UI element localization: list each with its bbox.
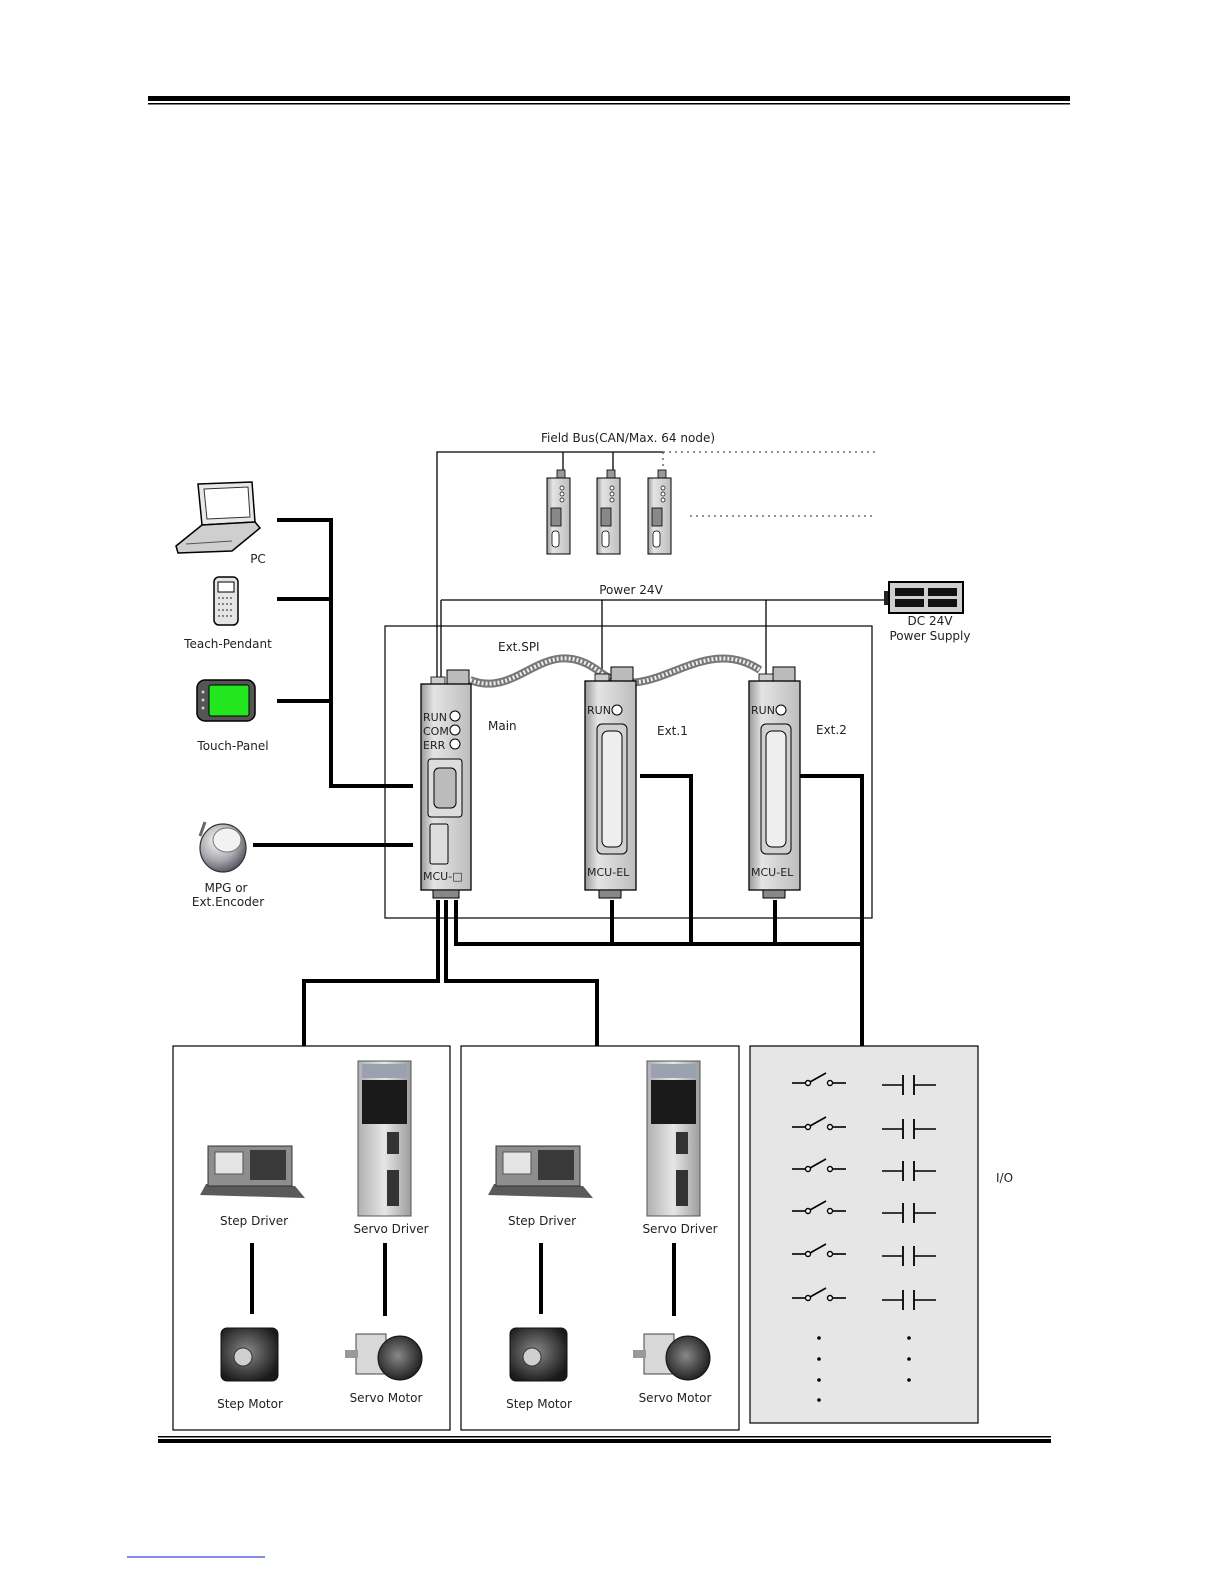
run-led-icon [612, 705, 622, 715]
power-label: Power 24V [599, 583, 663, 597]
servo-motor-icon [633, 1334, 710, 1380]
ellipsis-dot [817, 1336, 821, 1340]
step-motor-icon [221, 1328, 278, 1381]
pc-label: PC [250, 552, 266, 566]
fieldbus-node [597, 470, 620, 554]
mpg-encoder-icon [200, 822, 246, 872]
run-led-icon [776, 705, 786, 715]
ext2-led-run: RUN [751, 704, 775, 717]
touch-panel-label: Touch-Panel [196, 739, 268, 753]
servo-driver-icon [647, 1061, 700, 1216]
teach-pendant-icon [214, 577, 238, 625]
step-motor-label: Step Motor [217, 1397, 283, 1411]
io-panel [750, 1046, 978, 1423]
step-motor-label: Step Motor [506, 1397, 572, 1411]
servo-motor-label: Servo Motor [350, 1391, 423, 1405]
step-driver-label: Step Driver [220, 1214, 288, 1228]
teach-pendant-label: Teach-Pendant [183, 637, 272, 651]
ext2-module-name: MCU-EL [751, 866, 794, 879]
backplane-wiring [456, 776, 862, 1047]
ext1-led-run: RUN [587, 704, 611, 717]
ext2-label: Ext.2 [816, 723, 847, 737]
servo-driver-label: Servo Driver [642, 1222, 717, 1236]
ellipsis-dot [907, 1357, 911, 1361]
run-led-icon [450, 711, 460, 721]
com-led-icon [450, 725, 460, 735]
servo-motor-label: Servo Motor [639, 1391, 712, 1405]
servo-motor-icon [345, 1334, 422, 1380]
ellipsis-dot [817, 1378, 821, 1382]
mpg-label-2: Ext.Encoder [192, 895, 264, 909]
header-rule [148, 96, 1070, 105]
ext1-module-name: MCU-EL [587, 866, 630, 879]
ellipsis-dot [907, 1378, 911, 1382]
main-led-err: ERR [423, 739, 446, 752]
step-driver-icon [488, 1146, 593, 1198]
err-led-icon [450, 739, 460, 749]
ellipsis-dot [907, 1336, 911, 1340]
main-led-run: RUN [423, 711, 447, 724]
footer-rule [158, 1436, 1051, 1443]
servo-driver-label: Servo Driver [353, 1222, 428, 1236]
ext2-module [749, 667, 800, 898]
step-motor-icon [510, 1328, 567, 1381]
power-supply-label-2: Power Supply [890, 629, 971, 643]
ellipsis-dot [817, 1398, 821, 1402]
mpg-label-1: MPG or [205, 881, 248, 895]
touch-panel-icon [197, 680, 255, 721]
ext1-module [585, 667, 636, 898]
power-supply-icon [884, 582, 963, 613]
io-label: I/O [996, 1171, 1013, 1185]
power-supply-label-1: DC 24V [908, 614, 954, 628]
encoder-port-icon [430, 824, 448, 864]
ellipsis-dot [817, 1357, 821, 1361]
main-led-com: COM [423, 725, 449, 738]
fieldbus-node [648, 470, 671, 554]
step-driver-icon [200, 1146, 305, 1198]
axis-wiring [304, 900, 597, 1047]
laptop-icon [176, 482, 260, 553]
fieldbus-node [547, 470, 570, 554]
peripheral-wiring [253, 520, 413, 845]
ext-spi-label: Ext.SPI [498, 640, 540, 654]
main-label: Main [488, 719, 517, 733]
fieldbus-label: Field Bus(CAN/Max. 64 node) [541, 431, 715, 445]
step-driver-label: Step Driver [508, 1214, 576, 1228]
ext1-label: Ext.1 [657, 724, 688, 738]
servo-driver-icon [358, 1061, 411, 1216]
main-module-name: MCU-□ [423, 870, 463, 883]
main-module [421, 670, 471, 898]
